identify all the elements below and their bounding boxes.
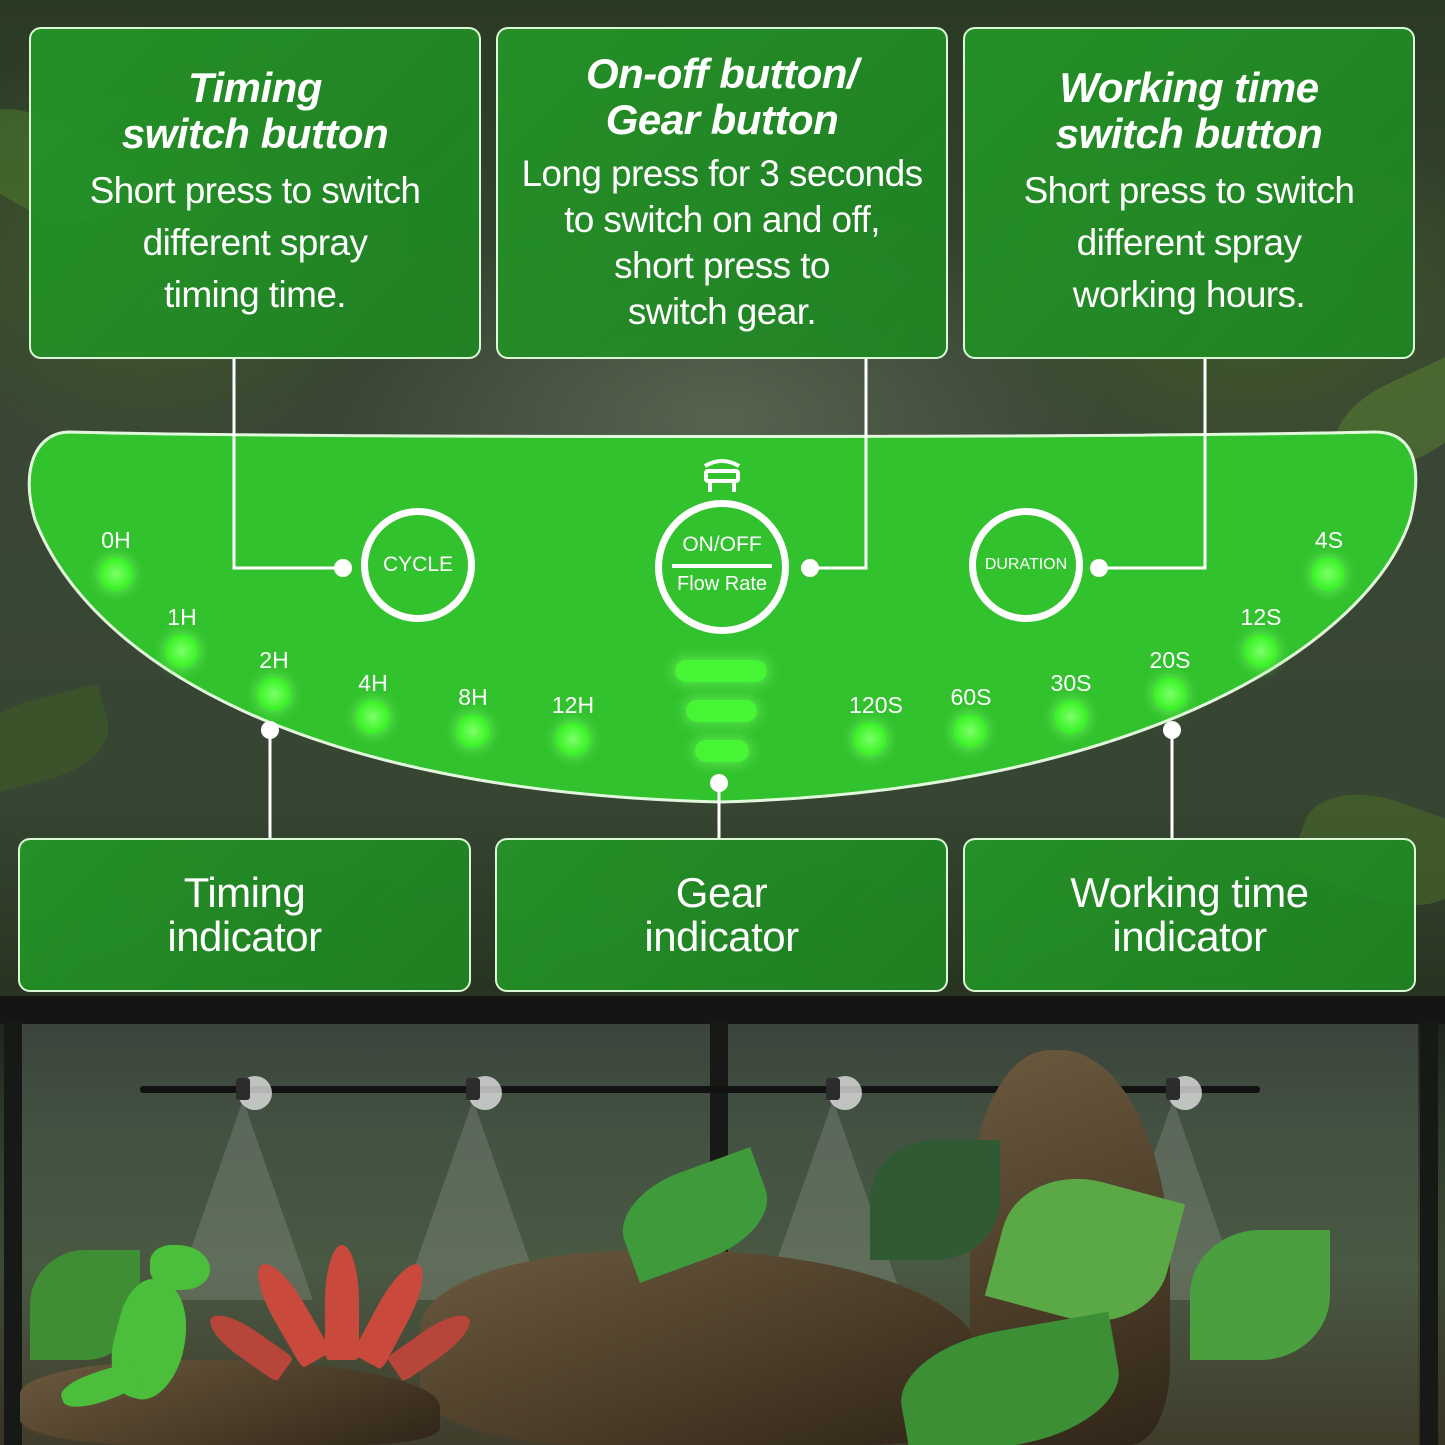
cycle-label: CYCLE [382,553,454,576]
title-line: Timing [188,64,322,111]
duration-led-label: 60S [950,684,992,710]
desc-line: different spray [142,222,368,263]
onoff-flow-rate-button[interactable]: ON/OFF Flow Rate [655,500,789,634]
indicator-line: Gear [675,869,768,916]
desc-line: different spray [1076,222,1302,263]
indicator-line: indicator [167,913,322,960]
callout-indicator-text: Working time indicator [1070,869,1309,960]
callout-timing-indicator: Timing indicator [18,838,471,992]
terrarium-frame-left [4,1020,22,1445]
timing-led-label: 1H [167,604,197,630]
connector-dot-duration [1090,559,1108,577]
cycle-button[interactable]: CYCLE [361,508,475,622]
connector-duration [1099,359,1207,570]
cork-log [420,1250,980,1445]
timing-led [99,557,133,591]
duration-led-label: 20S [1149,647,1191,673]
timing-led [165,634,199,668]
mist-pipe [140,1086,1260,1093]
callout-desc: Long press for 3 seconds to switch on an… [521,151,923,335]
callout-title: Working time switch button [1055,64,1323,157]
mist-nozzle [826,1078,840,1100]
callout-desc: Short press to switch different spray wo… [1024,165,1355,321]
duration-button[interactable]: DURATION [969,508,1083,622]
desc-line: working hours. [1072,274,1306,315]
foliage-plant [870,1140,1000,1260]
succulent-leaf [325,1245,359,1360]
indicator-line: indicator [644,913,799,960]
desc-line: Short press to switch [89,170,421,211]
callout-gear-indicator: Gear indicator [495,838,948,992]
desc-line: Short press to switch [1023,170,1355,211]
indicator-line: indicator [1112,913,1267,960]
connector-onoff [810,359,868,570]
timing-led [257,677,291,711]
timing-led [356,700,390,734]
timing-led-label: 8H [458,684,488,710]
mist-nozzle [236,1078,250,1100]
title-line: switch button [1055,110,1323,157]
duration-led-label: 4S [1314,527,1344,553]
gear-level-bar [695,740,749,762]
duration-led-label: 12S [1240,604,1282,630]
connector-cycle [232,359,343,570]
desc-line: Long press for 3 seconds [521,153,923,194]
desc-line: switch gear. [627,291,817,332]
duration-led-label: 30S [1050,670,1092,696]
terrarium-frame-right [1420,1020,1438,1445]
desc-line: timing time. [164,274,347,315]
callout-indicator-text: Timing indicator [167,869,322,960]
callout-working-time-switch: Working time switch button Short press t… [963,27,1415,359]
flow-rate-label: Flow Rate [676,573,768,595]
indicator-line: Working time [1070,869,1309,916]
callout-timing-switch: Timing switch button Short press to swit… [29,27,481,359]
connector-dot-onoff [801,559,819,577]
duration-led [1153,677,1187,711]
foliage-plant [1190,1230,1330,1360]
onoff-label: ON/OFF [682,533,762,556]
mist-nozzle-icon [703,459,741,492]
timing-led [556,722,590,756]
gear-level-bar [675,660,767,682]
title-line: Working time [1059,64,1319,111]
callout-title: Timing switch button [121,64,389,157]
gear-level-bar [686,700,757,722]
title-line: On-off button/ [585,50,859,97]
callout-title: On-off button/ Gear button [585,50,859,143]
callout-working-time-indicator: Working time indicator [963,838,1416,992]
callout-desc: Short press to switch different spray ti… [90,165,421,321]
connector-dot-working [1163,721,1181,739]
callout-indicator-text: Gear indicator [644,869,799,960]
duration-led [853,722,887,756]
timing-led [456,714,490,748]
desc-line: short press to [614,245,830,286]
timing-led-label: 12H [551,692,595,718]
connector-dot-cycle [334,559,352,577]
connector-dot-timing [261,721,279,739]
title-line: switch button [121,110,389,157]
onoff-divider [672,564,772,568]
duration-led [1311,557,1345,591]
timing-led-label: 2H [259,647,289,673]
desc-line: to switch on and off, [564,199,880,240]
timing-led-label: 0H [101,527,131,553]
duration-led-label: 120S [849,692,903,718]
mist-nozzle [1166,1078,1180,1100]
terrarium-frame-top [0,996,1445,1024]
duration-led [953,714,987,748]
duration-led [1054,700,1088,734]
indicator-line: Timing [183,869,306,916]
connector-dot-gear [710,774,728,792]
timing-led-label: 4H [358,670,388,696]
title-line: Gear button [605,96,839,143]
mist-nozzle [466,1078,480,1100]
duration-label: DURATION [984,556,1068,573]
callout-onoff-gear: On-off button/ Gear button Long press fo… [496,27,948,359]
duration-led [1244,634,1278,668]
